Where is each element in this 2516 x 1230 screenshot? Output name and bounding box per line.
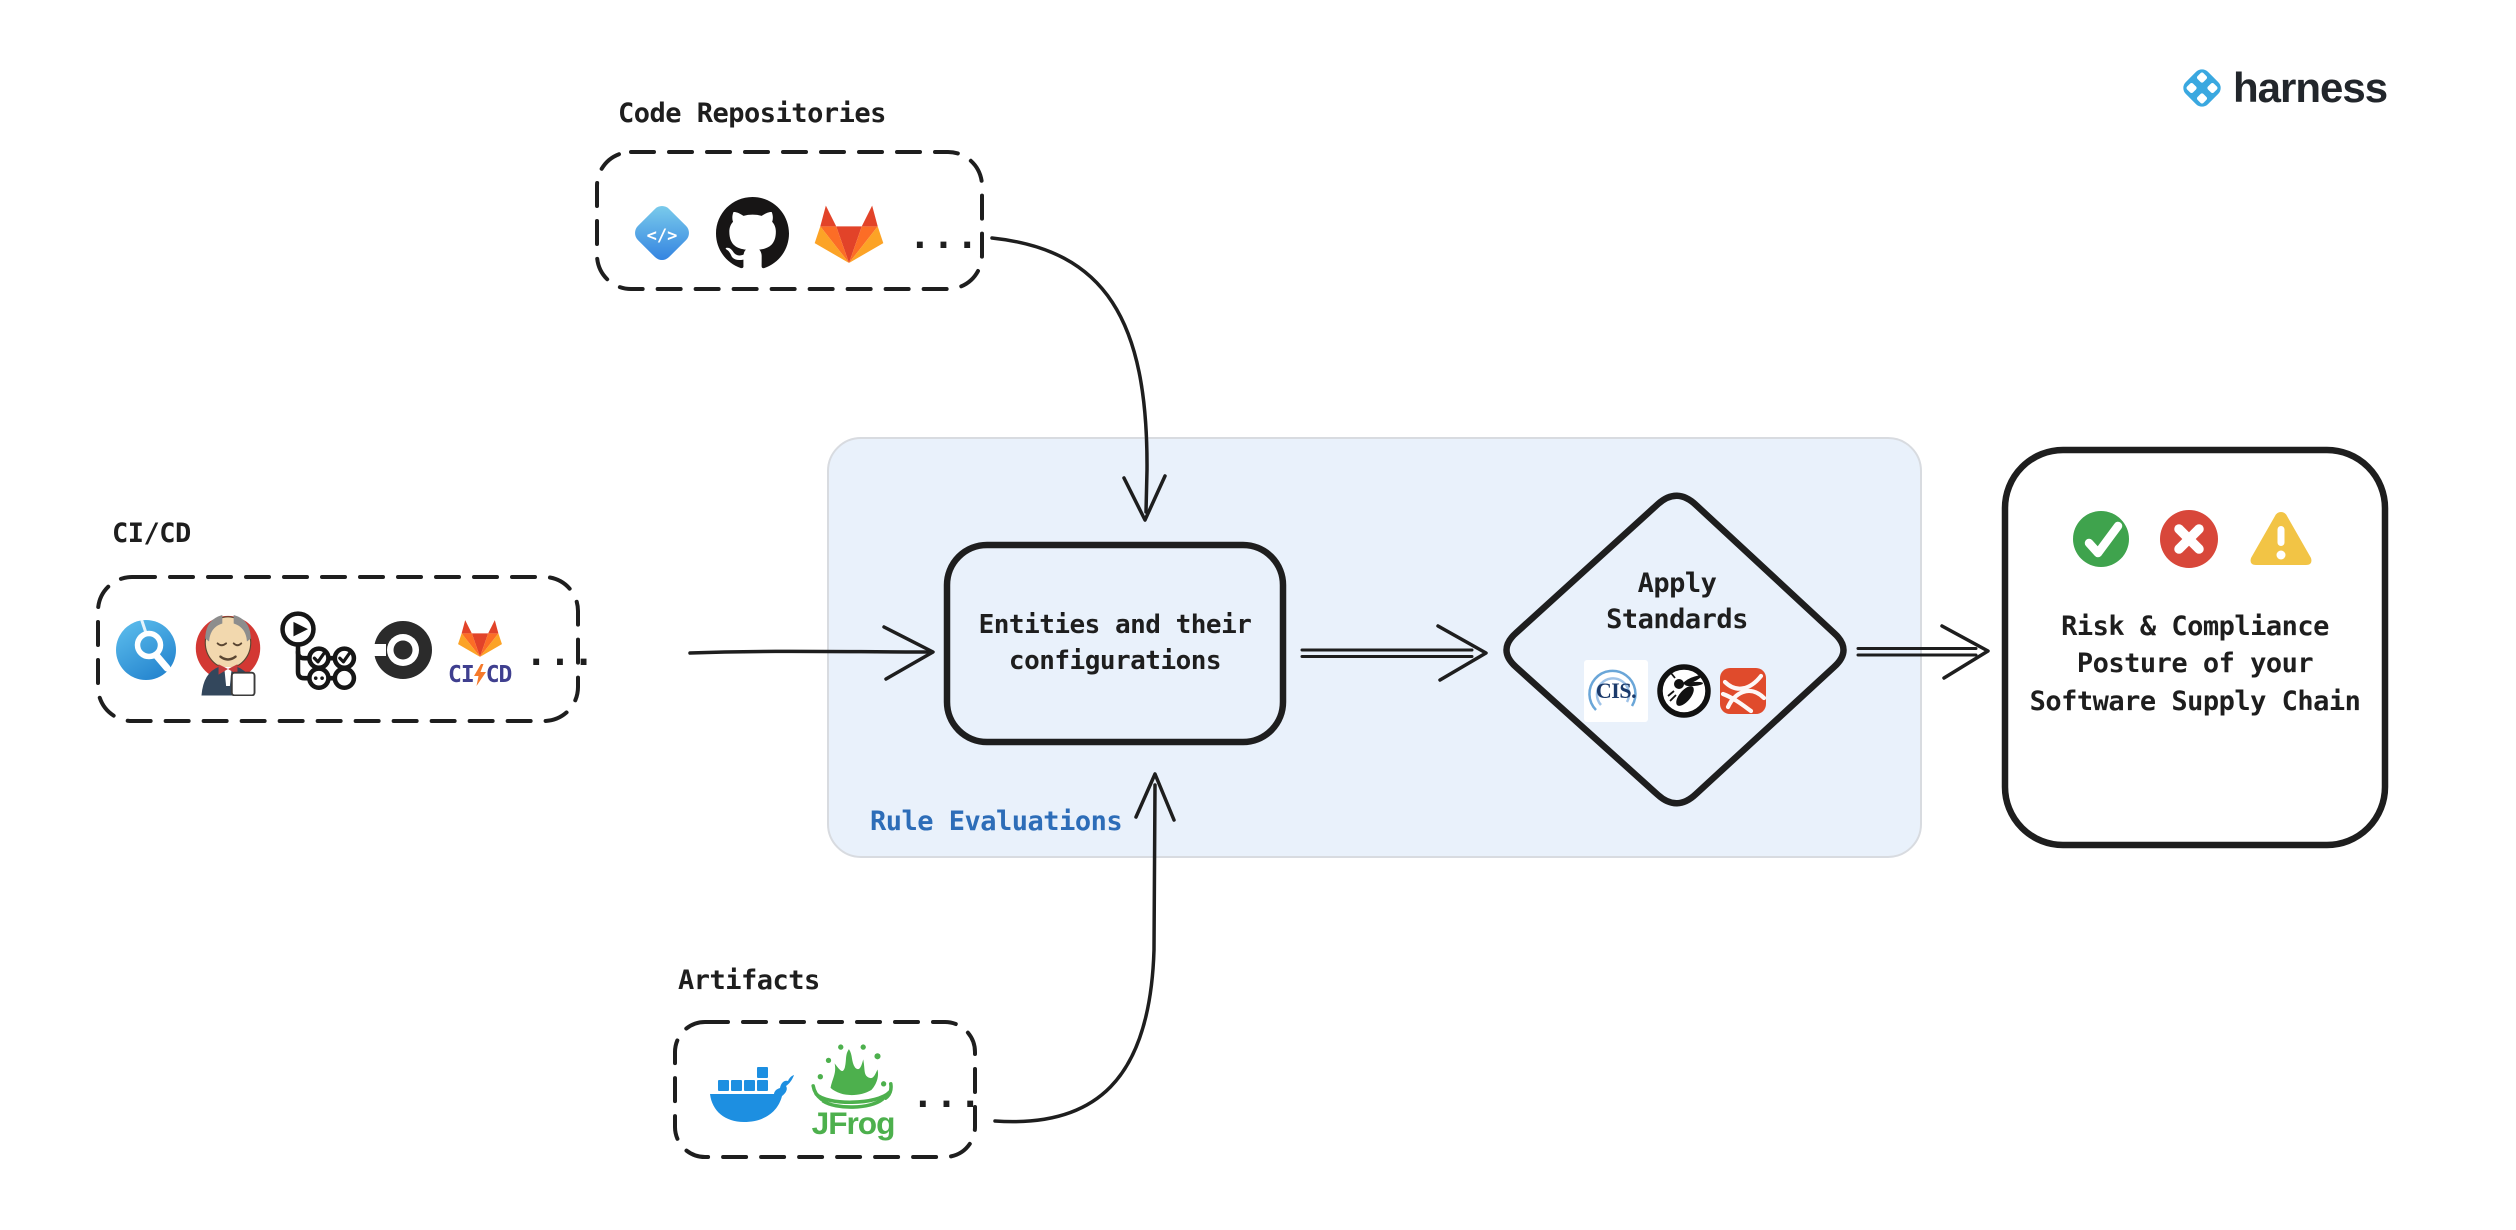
artifacts-label: Artifacts [678,965,820,996]
cicd-more-ellipsis: ... [525,633,597,674]
cis-benchmarks-icon: CIS. [1584,660,1648,722]
gitlab-fox-icon [457,619,502,657]
lightning-bolt-icon [473,664,486,686]
arrow-artifacts-to-entities [993,772,1176,1124]
brand-wordmark: harness [2233,64,2388,111]
circleci-icon [372,621,432,679]
jfrog-icon: JFrog [811,1044,895,1141]
code-repository-icon: </> [635,206,689,260]
arrow-cicd-to-entities [688,625,935,681]
harness-logo-icon [2183,69,2221,107]
apply-standards-text: Apply Standards [1606,567,1748,635]
standards-ribbon-icon [1720,668,1766,714]
entities-box-text: Entities and their configurations [978,610,1252,676]
outcome-text: Risk & Compliance Posture of your Softwa… [2029,611,2361,717]
jfrog-wordmark: JFrog [812,1105,895,1141]
cicd-box [96,575,580,723]
cicd-icons: CI CD ... [114,596,596,704]
gitlab-cicd-text: CI CD [448,661,513,688]
gitlab-cicd-icon: CI CD [448,614,513,688]
artifacts-icons: JFrog ... [702,1040,983,1144]
code-repositories-icons: </> ... [628,178,980,288]
error-cross-icon [2160,510,2218,568]
code-repositories-label: Code Repositories [618,98,886,129]
warning-triangle-icon [2250,512,2312,565]
rule-evaluations-label: Rule Evaluations [870,806,1123,837]
github-actions-icon [280,611,357,690]
gitlab-icon [814,205,884,263]
cis-arcs [1588,669,1637,711]
rule-evaluations-panel [827,437,1922,858]
arrow-diamond-to-outcome [1856,624,1990,680]
apply-standards-diamond [1503,492,1847,807]
code-repositories-box [595,150,984,291]
entities-box [943,541,1287,746]
gitlab-ci-text: CI [448,661,475,688]
harness-brand: harness [2178,64,2388,112]
artifacts-more-ellipsis: ... [912,1075,984,1116]
code-more-ellipsis: ... [909,216,981,257]
cis-text: CIS. [1595,678,1637,703]
arrow-code-to-entities [990,236,1167,522]
harness-ci-icon [116,619,176,680]
code-glyph: </> [647,226,678,246]
owasp-icon [1657,664,1711,718]
gitlab-cd-text: CD [485,661,513,688]
success-check-icon [2073,511,2129,567]
outcome-status-icons [2072,508,2314,570]
cicd-label: CI/CD [112,518,191,549]
artifacts-box [673,1020,977,1159]
github-icon [716,196,789,268]
docker-icon [710,1067,794,1122]
apply-standards-icons: CIS. [1584,656,1766,726]
arrow-entities-to-diamond [1300,624,1488,682]
jenkins-icon [195,614,261,696]
